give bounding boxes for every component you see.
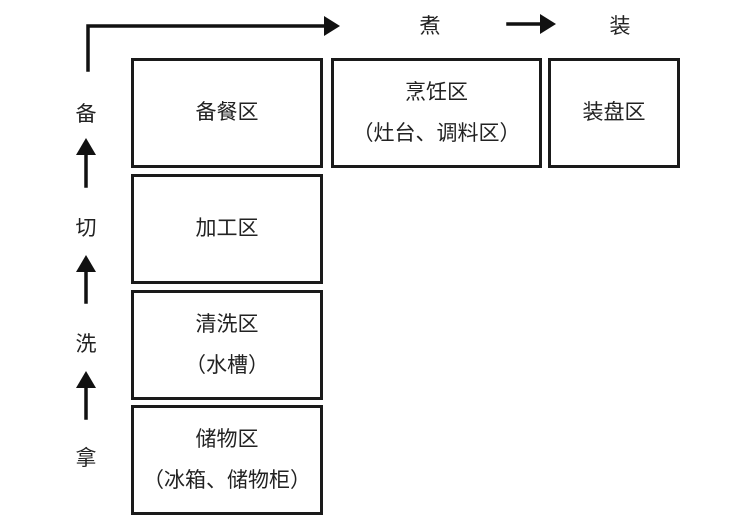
up-arrowhead-1	[76, 138, 96, 155]
up-arrowhead-2	[76, 255, 96, 272]
step-cook-label: 煮	[419, 14, 441, 38]
zone-plating-name: 装盘区	[582, 100, 646, 125]
top-flow-line	[86, 24, 328, 72]
zone-storage-name: 储物区	[195, 426, 259, 451]
step-cut-label: 切	[75, 216, 97, 240]
right-arrowhead	[540, 14, 556, 34]
zone-cooking-name: 烹饪区	[405, 79, 468, 104]
zone-prep: 备餐区	[131, 58, 323, 168]
zone-processing: 加工区	[131, 174, 323, 284]
zone-plating: 装盘区	[548, 58, 680, 168]
zone-washing: 清洗区 （水槽）	[131, 290, 323, 400]
step-wash-label: 洗	[75, 332, 97, 356]
up-arrowhead-3	[76, 371, 96, 388]
zone-washing-detail: （水槽）	[185, 353, 269, 377]
step-prep-label: 备	[75, 102, 97, 126]
zone-storage-detail: （冰箱、储物柜）	[143, 468, 311, 492]
top-flow-arrowhead	[324, 16, 340, 36]
zone-cooking-detail: （灶台、调料区）	[352, 121, 521, 145]
zone-prep-name: 备餐区	[195, 100, 259, 125]
zone-processing-name: 加工区	[195, 216, 259, 241]
zone-washing-name: 清洗区	[195, 311, 259, 336]
zone-storage: 储物区 （冰箱、储物柜）	[131, 405, 323, 515]
step-take-label: 拿	[75, 446, 97, 470]
step-plate-label: 装	[609, 14, 631, 38]
zone-cooking: 烹饪区 （灶台、调料区）	[331, 58, 542, 168]
